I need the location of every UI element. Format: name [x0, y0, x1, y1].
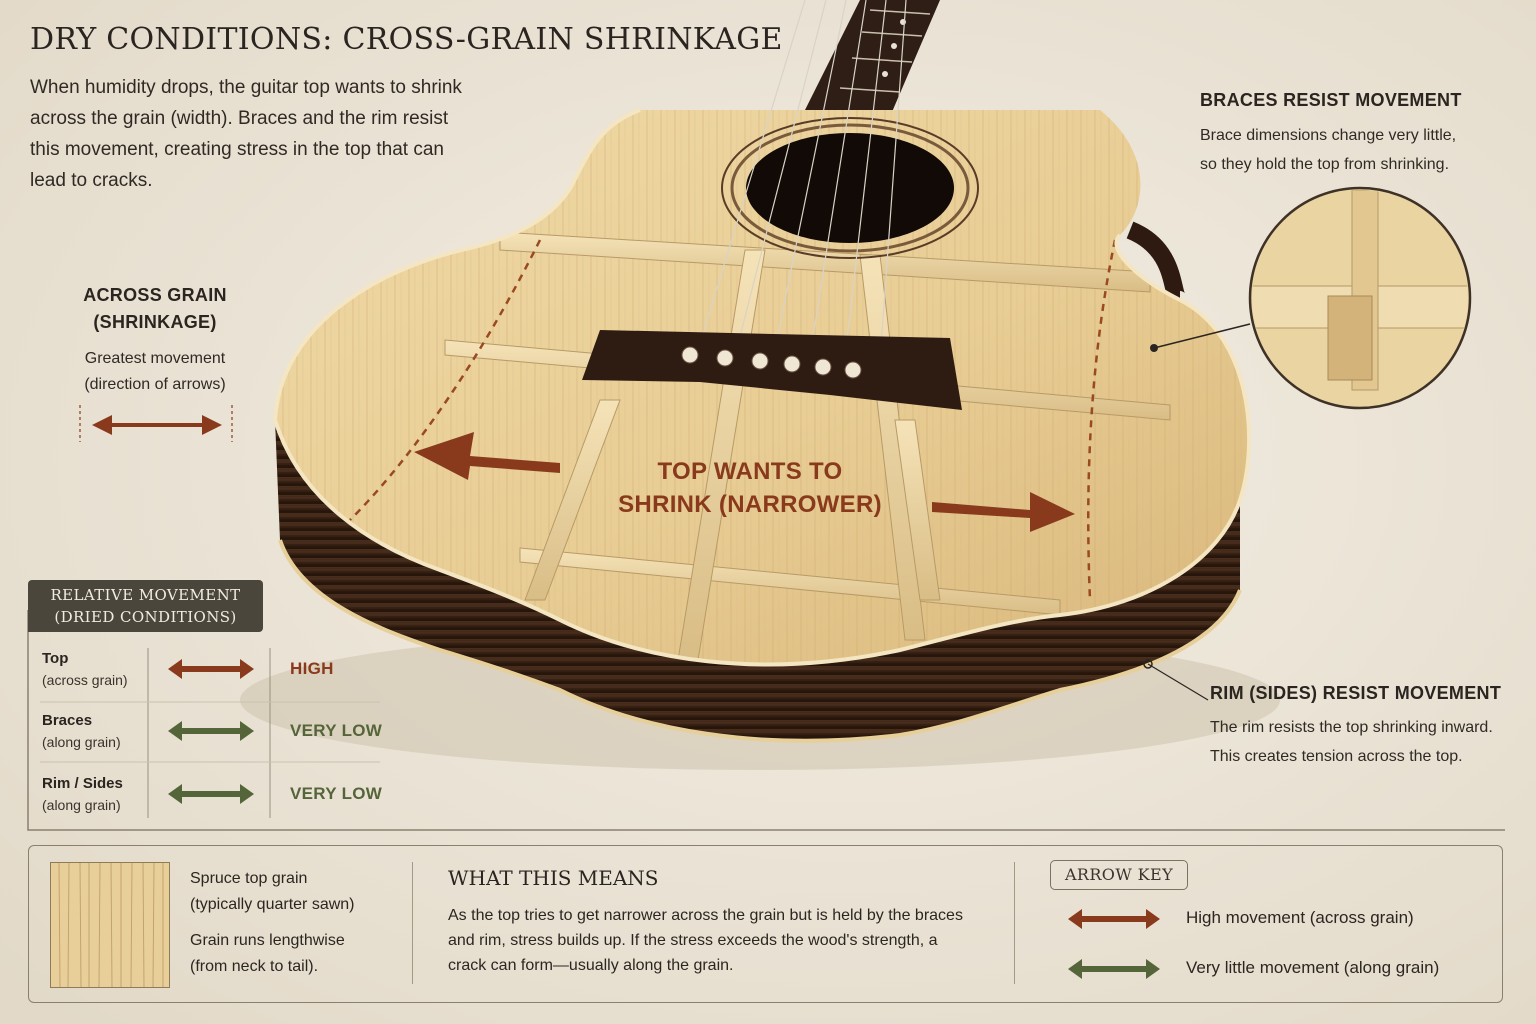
- braces-callout: BRACES RESIST MOVEMENT Brace dimensions …: [1200, 90, 1500, 179]
- table-row: Braces (along grain) VERY LOW: [42, 712, 402, 768]
- intro-text: When humidity drops, the guitar top want…: [30, 77, 462, 191]
- low-arrow-icon: [168, 721, 254, 741]
- spruce-text-2: Grain runs lengthwise (from neck to tail…: [190, 928, 400, 980]
- spruce-line-1: Spruce top grain: [190, 870, 308, 887]
- across-grain-heading-1: ACROSS GRAIN: [83, 285, 227, 305]
- relative-movement-header-1: RELATIVE MOVEMENT: [50, 586, 241, 604]
- what-this-means-heading: WHAT THIS MEANS: [448, 866, 659, 890]
- braces-heading: BRACES RESIST MOVEMENT: [1200, 90, 1462, 110]
- across-grain-text-1: Greatest movement: [84, 350, 226, 367]
- spruce-line-4: (from neck to tail).: [190, 958, 319, 975]
- low-arrow-icon: [1068, 959, 1160, 979]
- what-this-means-text: As the top tries to get narrower across …: [448, 907, 963, 974]
- rim-callout: RIM (SIDES) RESIST MOVEMENT The rim resi…: [1210, 683, 1520, 771]
- page-title: DRY CONDITIONS: CROSS-GRAIN SHRINKAGE: [30, 22, 783, 57]
- spruce-line-3: Grain runs lengthwise: [190, 932, 345, 949]
- row-level: HIGH: [290, 659, 334, 678]
- arrow-key-badge: ARROW KEY: [1050, 860, 1188, 890]
- relative-movement-header: RELATIVE MOVEMENT (DRIED CONDITIONS): [28, 580, 263, 632]
- low-arrow-icon: [168, 784, 254, 804]
- row-sub: (along grain): [42, 797, 121, 813]
- across-grain-callout: ACROSS GRAIN (SHRINKAGE) Greatest moveme…: [60, 282, 250, 398]
- spruce-grain-swatch: [50, 862, 170, 988]
- row-name: Top: [42, 650, 69, 667]
- spruce-text-1: Spruce top grain (typically quarter sawn…: [190, 866, 400, 918]
- braces-text-2: so they hold the top from shrinking.: [1200, 156, 1450, 173]
- braces-text-1: Brace dimensions change very little,: [1200, 127, 1457, 144]
- shrink-label: TOP WANTS TO SHRINK (NARROWER): [600, 455, 900, 521]
- table-row: Top (across grain) HIGH: [42, 650, 402, 706]
- row-sub: (along grain): [42, 734, 121, 750]
- row-sub: (across grain): [42, 672, 128, 688]
- divider: [1014, 862, 1015, 984]
- shrink-label-1: TOP WANTS TO: [657, 458, 843, 485]
- row-level: VERY LOW: [290, 784, 383, 803]
- relative-movement-header-2: (DRIED CONDITIONS): [54, 608, 237, 626]
- spruce-line-2: (typically quarter sawn): [190, 896, 355, 913]
- rim-text: The rim resists the top shrinking inward…: [1210, 713, 1520, 771]
- rim-text-2: This creates tension across the top.: [1210, 748, 1463, 765]
- across-grain-text-2: (direction of arrows): [84, 376, 226, 393]
- row-name: Rim / Sides: [42, 775, 123, 792]
- arrow-key-high: High movement (across grain): [1186, 908, 1414, 927]
- braces-text: Brace dimensions change very little, so …: [1200, 121, 1500, 179]
- divider: [412, 862, 413, 984]
- bottom-panel: [28, 845, 1503, 1003]
- row-level: VERY LOW: [290, 721, 383, 740]
- rim-text-1: The rim resists the top shrinking inward…: [1210, 719, 1493, 736]
- shrink-label-2: SHRINK (NARROWER): [618, 491, 882, 518]
- high-arrow-icon: [1068, 909, 1160, 929]
- across-grain-text: Greatest movement (direction of arrows): [60, 346, 250, 398]
- rim-heading: RIM (SIDES) RESIST MOVEMENT: [1210, 683, 1502, 703]
- table-row: Rim / Sides (along grain) VERY LOW: [42, 775, 402, 831]
- row-name: Braces: [42, 712, 93, 729]
- across-grain-heading-2: (SHRINKAGE): [93, 312, 217, 332]
- arrow-key-low: Very little movement (along grain): [1186, 958, 1440, 977]
- high-arrow-icon: [168, 659, 254, 679]
